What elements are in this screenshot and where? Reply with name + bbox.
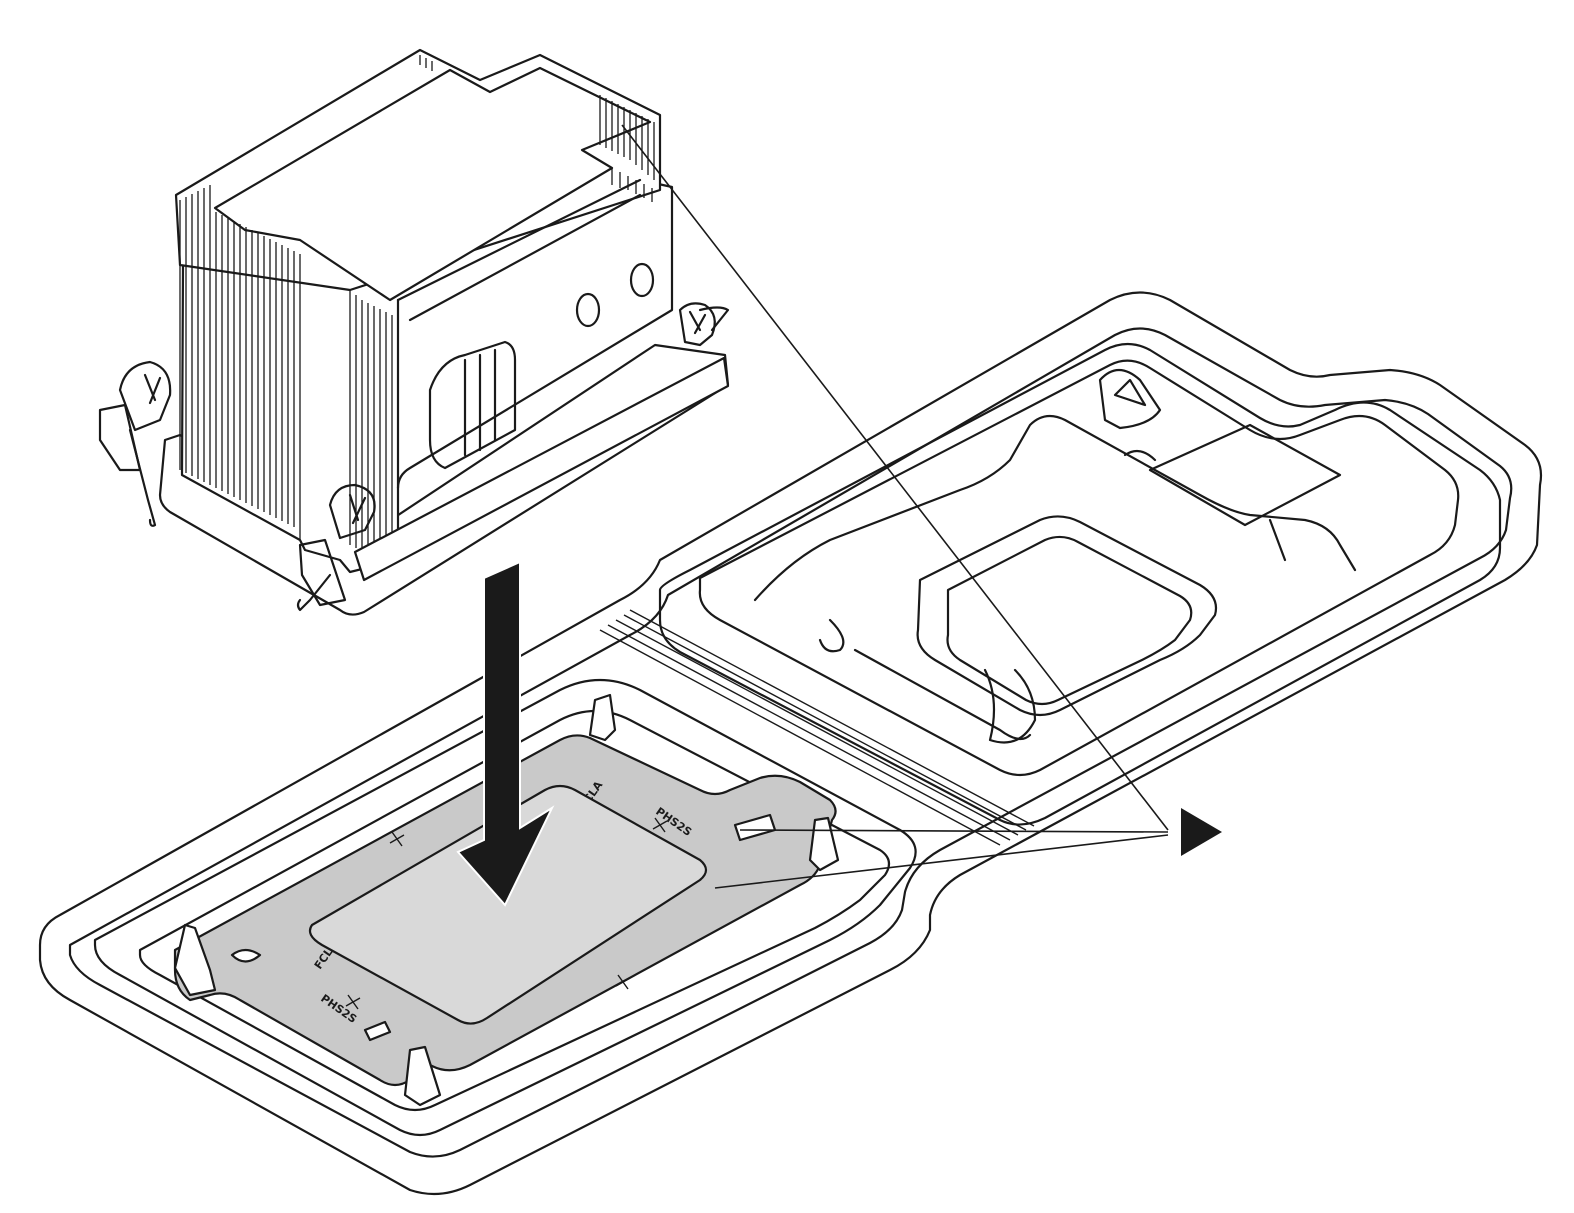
heat-sink-icon: [98, 48, 730, 616]
processor-icon: [308, 784, 708, 1025]
down-arrow-icon: [456, 560, 555, 907]
heat-sink-screw-icon: [98, 302, 730, 612]
triangle-marker-icon: [1181, 808, 1222, 856]
callout-lines: [621, 124, 1169, 889]
